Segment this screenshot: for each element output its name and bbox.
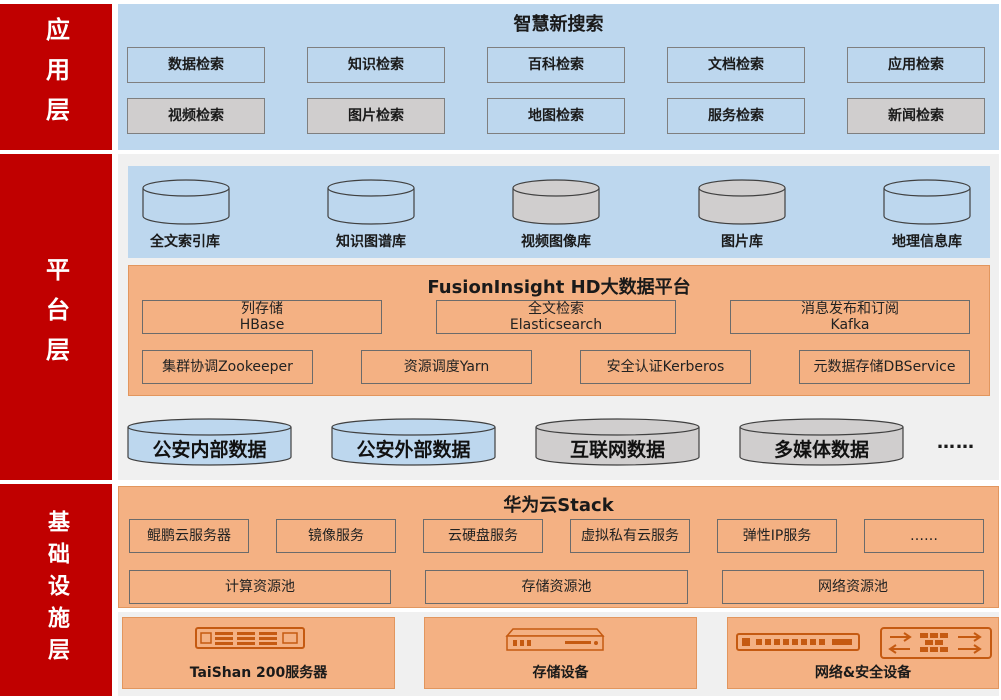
image-library-cylinder-icon (698, 179, 786, 225)
police-internal-data-cylinder: 公安内部数据 (127, 418, 292, 466)
library-label: 知识图谱库 (336, 234, 406, 250)
hardware-label: 存储设备 (532, 665, 589, 681)
vpc-service: 虚拟私有云服务 (570, 519, 690, 553)
search-news: 新闻检索 (847, 98, 985, 134)
infrastructure-layer-label: 基础设施层 (0, 484, 112, 696)
hbase-line2: HBase (239, 317, 285, 333)
network-pool: 网络资源池 (722, 570, 984, 604)
rack-server-icon (195, 626, 305, 654)
elastic-ip-service: 弹性IP服务 (717, 519, 837, 553)
application-layer-label: 应用层 (0, 4, 112, 150)
library-label: 地理信息库 (892, 234, 962, 250)
data-source-label: 公安外部数据 (356, 439, 471, 461)
cloud-disk-service: 云硬盘服务 (423, 519, 543, 553)
internet-data-cylinder: 互联网数据 (535, 418, 700, 466)
data-source-label: 公安内部数据 (152, 439, 267, 461)
dbservice-box: 元数据存储DBService (799, 350, 970, 384)
elasticsearch-line1: 全文检索 (528, 301, 584, 317)
search-data: 数据检索 (127, 47, 265, 83)
hbase-line1: 列存储 (241, 301, 283, 317)
smart-search-title: 智慧新搜索 (513, 14, 604, 35)
hardware-label: TaiShan 200服务器 (189, 665, 328, 681)
firewall-icon (880, 626, 992, 664)
network-security-panel: 网络&安全设备 (727, 617, 999, 689)
network-switch-icon (736, 632, 860, 656)
storage-device-panel: 存储设备 (424, 617, 697, 689)
kerberos-box: 安全认证Kerberos (580, 350, 751, 384)
data-source-more: …… (937, 432, 975, 453)
elasticsearch-box: 全文检索 Elasticsearch (436, 300, 676, 334)
geo-info-cylinder-icon (883, 179, 971, 225)
knowledge-graph-cylinder-icon (327, 179, 415, 225)
fusioninsight-title: FusionInsight HD大数据平台 (427, 277, 691, 298)
fulltext-index-cylinder-icon (142, 179, 230, 225)
video-image-cylinder-icon (512, 179, 600, 225)
search-video: 视频检索 (127, 98, 265, 134)
storage-pool: 存储资源池 (425, 570, 688, 604)
library-label: 视频图像库 (521, 234, 591, 250)
kafka-line1: 消息发布和订阅 (801, 301, 899, 317)
kunpeng-server-service: 鲲鹏云服务器 (129, 519, 249, 553)
hardware-label: 网络&安全设备 (814, 665, 912, 681)
cloud-stack-title: 华为云Stack (503, 495, 614, 516)
search-service: 服务检索 (667, 98, 805, 134)
library-label: 全文索引库 (150, 234, 220, 250)
search-document: 文档检索 (667, 47, 805, 83)
elasticsearch-line2: Elasticsearch (509, 317, 603, 333)
storage-device-icon (505, 626, 605, 656)
compute-pool: 计算资源池 (129, 570, 391, 604)
search-application: 应用检索 (847, 47, 985, 83)
data-source-label: 多媒体数据 (773, 439, 869, 461)
search-encyclopedia: 百科检索 (487, 47, 625, 83)
kafka-box: 消息发布和订阅 Kafka (730, 300, 970, 334)
zookeeper-box: 集群协调Zookeeper (142, 350, 313, 384)
huawei-cloud-stack-panel: 华为云Stack 鲲鹏云服务器 镜像服务 云硬盘服务 虚拟私有云服务 弹性IP服… (118, 486, 999, 608)
image-service: 镜像服务 (276, 519, 396, 553)
multimedia-data-cylinder: 多媒体数据 (739, 418, 904, 466)
kafka-line2: Kafka (830, 317, 870, 333)
fusioninsight-panel: FusionInsight HD大数据平台 列存储 HBase 全文检索 Ela… (128, 265, 990, 396)
yarn-box: 资源调度Yarn (361, 350, 532, 384)
search-image: 图片检索 (307, 98, 445, 134)
platform-layer-label: 平台层 (0, 154, 112, 480)
library-label: 图片库 (721, 234, 763, 250)
data-source-label: 互联网数据 (569, 439, 665, 461)
search-knowledge: 知识检索 (307, 47, 445, 83)
more-services: …… (864, 519, 984, 553)
smart-search-panel: 智慧新搜索 数据检索 知识检索 百科检索 文档检索 应用检索 视频检索 图片检索… (118, 4, 999, 150)
library-panel: 全文索引库 知识图谱库 视频图像库 图片库 地理信息库 (128, 166, 990, 258)
police-external-data-cylinder: 公安外部数据 (331, 418, 496, 466)
search-map: 地图检索 (487, 98, 625, 134)
taishan-server-panel: TaiShan 200服务器 (122, 617, 395, 689)
hbase-box: 列存储 HBase (142, 300, 382, 334)
